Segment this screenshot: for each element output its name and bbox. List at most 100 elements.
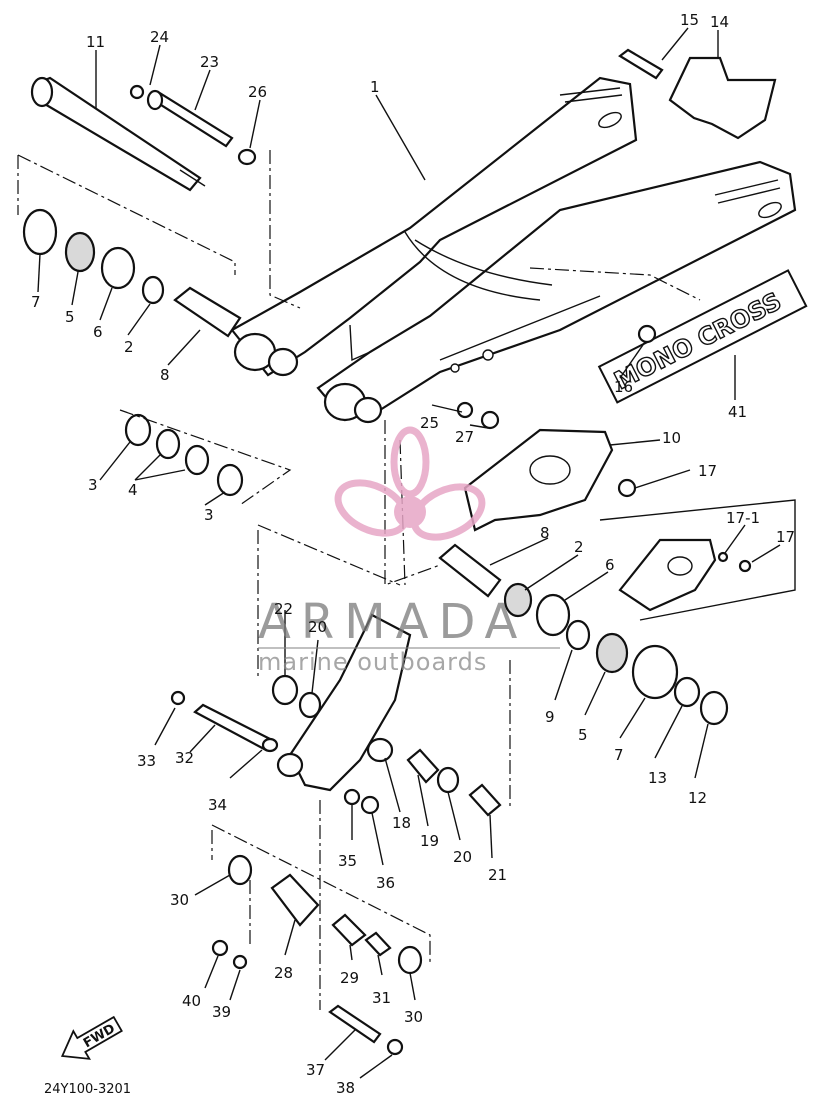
callout: 23 [200,53,219,71]
callout: 30 [170,891,189,909]
nut-36 [360,795,380,815]
bolt-17b [738,559,752,573]
callout: 8 [160,366,170,384]
seal-3 [124,413,152,447]
callout: 31 [372,989,391,1007]
callout: 6 [605,556,615,574]
callout: 30 [404,1008,423,1026]
callout: 1 [370,78,380,96]
callout: 26 [248,83,267,101]
bushing-22 [271,674,299,706]
seal-6b [535,593,571,637]
watermark: ARMADA marine outboards [258,426,560,676]
bushing-2 [141,275,165,305]
bearing-4b [184,444,210,476]
nut-40 [211,939,229,957]
callout: 16 [614,378,633,396]
callout: 39 [212,1003,231,1021]
callout: 8 [540,524,550,542]
callout: 3 [88,476,98,494]
washer-13 [673,676,701,708]
seal-6 [100,246,136,290]
callout: 12 [688,789,707,807]
watermark-tagline: marine outboards [258,648,487,676]
callout: 34 [208,796,227,814]
pivot-shaft [30,76,206,192]
seal-30b [397,945,423,975]
adjuster-plate [618,538,717,612]
bushing-2b [503,582,533,618]
washer-26 [237,148,257,166]
decal-text: MONO CROSS [610,287,786,395]
collar-8b [438,543,502,598]
callout: 20 [453,848,472,866]
callout: 40 [182,992,201,1010]
bearing-19 [406,748,440,784]
callout: 25 [420,414,439,432]
callout: 17-1 [726,509,760,527]
washer-17-1 [717,551,729,563]
washer-9 [565,619,591,651]
bearing-5 [64,231,96,273]
callout: 38 [336,1079,355,1097]
callout: 5 [578,726,588,744]
connecting-rod-28 [270,873,320,927]
nut-38 [386,1038,404,1056]
callout: 11 [86,33,105,51]
nut-33 [170,690,186,706]
nut-27 [480,410,500,430]
callout: 2 [124,338,134,356]
washer-34 [261,737,279,753]
swingarm [230,76,797,424]
bearing-5b [595,632,629,674]
watermark-brand: ARMADA [258,594,527,650]
bushing-29 [331,913,367,947]
callout: 15 [680,11,699,29]
seal-20b [436,766,460,794]
callout: 7 [31,293,41,311]
callout: 32 [175,749,194,767]
chain-guide-14 [668,56,777,140]
callout-labels: 11 24 23 26 1 15 14 7 5 6 2 8 16 41 3 4 … [31,11,795,1097]
callout: 17 [776,528,795,546]
callout: 7 [614,746,624,764]
callout: 20 [308,618,327,636]
nut-16 [637,324,657,344]
washer-35 [343,788,361,806]
callout: 17 [698,462,717,480]
washer-25 [456,401,474,419]
callout: 4 [128,481,138,499]
callout: 14 [710,13,729,31]
seal-20 [298,691,322,719]
callout: 2 [574,538,584,556]
seal-3b [216,463,244,497]
washer-39 [232,954,248,970]
callout: 24 [150,28,169,46]
callout: 33 [137,752,156,770]
bolt-17 [617,478,637,498]
bolt-head-23 [146,89,164,111]
nut-12 [699,690,729,726]
propeller-logo-icon [334,426,486,541]
nut-24 [129,84,145,100]
callout: 21 [488,866,507,884]
seal-30 [227,854,253,886]
collar-21 [468,783,502,817]
callout: 9 [545,708,555,726]
callout: 22 [274,600,293,618]
diagram-code: 24Y100-3201 [44,1082,131,1097]
callout: 18 [392,814,411,832]
callout: 27 [455,428,474,446]
callout: 35 [338,852,357,870]
bolt-15 [618,48,664,80]
seal-7b [631,644,679,700]
bolt-32 [193,703,274,752]
callout: 19 [420,832,439,850]
callout: 13 [648,769,667,787]
callout: 29 [340,969,359,987]
callout: 37 [306,1061,325,1079]
callout: 5 [65,308,75,326]
callout: 10 [662,429,681,447]
